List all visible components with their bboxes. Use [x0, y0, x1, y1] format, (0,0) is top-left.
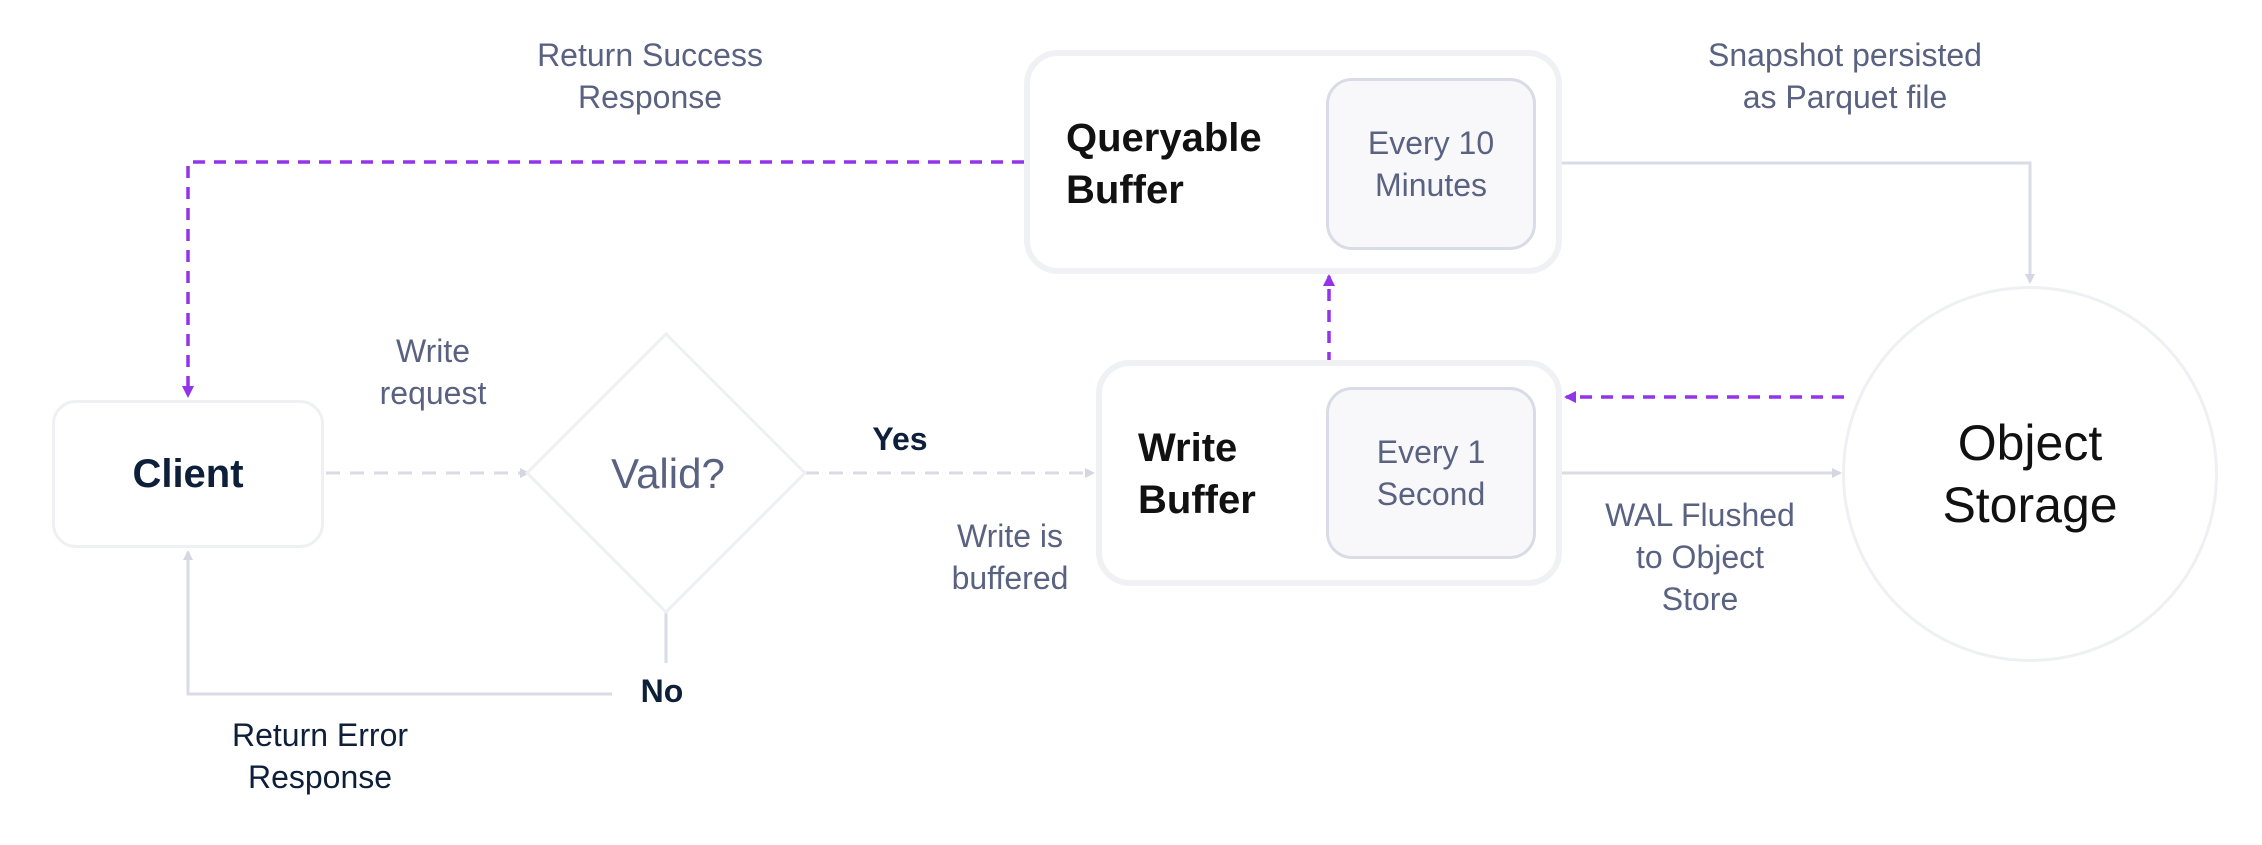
success-response-connector: [182, 160, 1024, 398]
yes-label: Yes: [872, 421, 928, 457]
no-label: No: [640, 673, 684, 709]
queryable-buffer-interval: Every 10 Minutes: [1326, 78, 1536, 250]
valid-decision-diamond: [524, 331, 808, 615]
write-buffered-label: Write is buffered: [951, 518, 1069, 596]
write-request-label: Write request: [379, 333, 487, 411]
write-buffer-title: Write Buffer: [1138, 426, 1256, 522]
return-success-label: Return Success Response: [537, 37, 763, 115]
client-node: Client: [52, 400, 324, 548]
snapshot-connector: [1562, 161, 2035, 284]
client-label: Client: [132, 451, 244, 496]
wal-flushed-label: WAL Flushed to Object Store: [1605, 497, 1795, 617]
valid-decision-label: Valid?: [611, 450, 725, 497]
return-error-label: Return Error Response: [231, 717, 409, 795]
error-return-connector: [183, 550, 612, 696]
queryable-buffer-title: Queryable Buffer: [1066, 116, 1262, 212]
object-storage-label: Object Storage: [1942, 415, 2118, 533]
object-storage-node: Object Storage: [1842, 286, 2218, 662]
snapshot-label: Snapshot persisted as Parquet file: [1708, 37, 1982, 115]
write-buffer-interval: Every 1 Second: [1326, 387, 1536, 559]
